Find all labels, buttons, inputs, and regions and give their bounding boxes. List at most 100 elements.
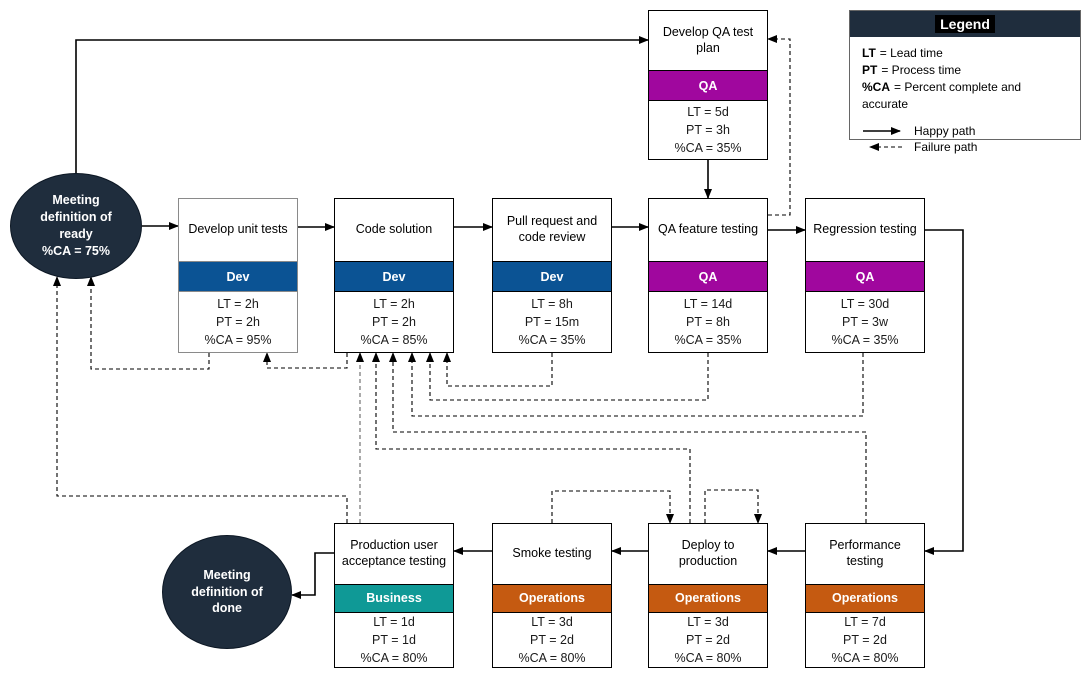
failure-path-arrow-icon — [869, 143, 902, 151]
team-band: Dev — [335, 261, 453, 292]
team-band: Operations — [493, 583, 611, 613]
process-metrics: LT = 8h PT = 15m %CA = 35% — [493, 292, 611, 352]
percent-complete-accurate: %CA = 85% — [360, 333, 428, 348]
failure-code-solution-to-develop-unit-tests — [263, 352, 348, 369]
percent-complete-accurate: %CA = 95% — [204, 333, 272, 348]
lead-time: LT = 7d — [844, 614, 886, 629]
lead-time: LT = 30d — [840, 296, 890, 311]
team-band: Operations — [806, 583, 924, 613]
failure-deploy-to-production-to-code-solution — [372, 352, 691, 523]
process-time: PT = 2d — [686, 632, 730, 647]
happy-ready-to-develop-qa-test-plan — [75, 36, 649, 173]
percent-complete-accurate: %CA = 35% — [674, 333, 742, 348]
process-title: Pull request and code review — [506, 214, 598, 244]
process-metrics: LT = 2h PT = 2h %CA = 95% — [179, 292, 297, 352]
failure-qa-feature-testing-to-develop-qa-test-plan — [767, 35, 791, 216]
process-time: PT = 3w — [842, 314, 888, 329]
process-time: PT = 8h — [686, 314, 730, 329]
team-band: QA — [806, 261, 924, 292]
process-metrics: LT = 5d PT = 3h %CA = 35% — [649, 101, 767, 159]
legend-path-label: Failure path — [914, 139, 978, 154]
process-title: Develop unit tests — [188, 222, 288, 237]
percent-complete-accurate: %CA = 80% — [518, 650, 586, 665]
failure-qa-feature-testing-to-code-solution — [426, 352, 709, 401]
happy-regression-testing-to-performance-testing — [924, 229, 964, 555]
legend-definition: = Process time — [881, 63, 962, 77]
process-time: PT = 2h — [216, 314, 260, 329]
process-time: PT = 2d — [843, 632, 887, 647]
lead-time: LT = 3d — [687, 614, 729, 629]
process-time: PT = 1d — [372, 632, 416, 647]
lead-time: LT = 2h — [217, 296, 259, 311]
percent-complete-accurate: %CA = 35% — [831, 333, 899, 348]
process-title: Deploy to production — [678, 538, 738, 568]
team-band: QA — [649, 70, 767, 101]
lead-time: LT = 2h — [373, 296, 415, 311]
process-metrics: LT = 1d PT = 1d %CA = 80% — [335, 613, 453, 667]
failure-pull-request-to-code-solution — [443, 352, 553, 387]
process-title: Code solution — [355, 222, 433, 237]
failure-smoke-testing-to-deploy-to-production — [551, 490, 674, 524]
process-title: Develop QA test plan — [662, 24, 754, 55]
happy-puat-to-done — [291, 552, 334, 599]
process-title: Production user acceptance testing — [341, 538, 447, 568]
process-metrics: LT = 14d PT = 8h %CA = 35% — [649, 292, 767, 352]
process-time: PT = 3h — [686, 122, 730, 137]
process-metrics: LT = 2h PT = 2h %CA = 85% — [335, 292, 453, 352]
lead-time: LT = 3d — [531, 614, 573, 629]
lead-time: LT = 1d — [373, 614, 415, 629]
legend-definition: = Percent complete and accurate — [862, 80, 1022, 111]
process-regression-testing: Regression testing QA LT = 30d PT = 3w %… — [805, 198, 925, 353]
happy-path-arrow-icon — [863, 127, 901, 135]
legend-title: Legend — [935, 15, 995, 33]
legend-definition: = Lead time — [879, 46, 943, 60]
legend-body: LT= Lead time PT= Process time %CA= Perc… — [850, 37, 1080, 155]
process-pull-request-and-code-review: Pull request and code review Dev LT = 8h… — [492, 198, 612, 353]
process-code-solution: Code solution Dev LT = 2h PT = 2h %CA = … — [334, 198, 454, 353]
failure-regression-testing-to-code-solution — [408, 352, 864, 417]
team-band: Business — [335, 583, 453, 613]
process-qa-feature-testing: QA feature testing QA LT = 14d PT = 8h %… — [648, 198, 768, 353]
legend-entry-pt: PT= Process time — [862, 62, 1068, 79]
process-time: PT = 2h — [372, 314, 416, 329]
process-metrics: LT = 30d PT = 3w %CA = 35% — [806, 292, 924, 352]
process-smoke-testing: Smoke testing Operations LT = 3d PT = 2d… — [492, 523, 612, 668]
legend-happy-path-row: Happy path — [862, 123, 1068, 139]
legend-failure-path-row: Failure path — [862, 139, 1068, 155]
legend-path-label: Happy path — [914, 123, 976, 138]
percent-complete-accurate: %CA = 80% — [674, 650, 742, 665]
percent-complete-accurate: %CA = 80% — [360, 650, 428, 665]
terminal-meeting-definition-of-ready: Meeting definition of ready %CA = 75% — [10, 173, 142, 279]
terminal-meeting-definition-of-done: Meeting definition of done — [162, 535, 292, 649]
process-title: Regression testing — [813, 222, 917, 237]
team-band: QA — [649, 261, 767, 292]
team-band: Dev — [179, 261, 297, 292]
process-metrics: LT = 7d PT = 2d %CA = 80% — [806, 613, 924, 667]
terminal-ca-value: %CA = 75% — [42, 243, 110, 258]
legend-entry-ca: %CA= Percent complete and accurate — [862, 79, 1068, 113]
lead-time: LT = 14d — [683, 296, 733, 311]
team-band: Dev — [493, 261, 611, 292]
terminal-label: Meeting definition of done — [191, 567, 263, 616]
process-develop-qa-test-plan: Develop QA test plan QA LT = 5d PT = 3h … — [648, 10, 768, 160]
lead-time: LT = 8h — [531, 296, 573, 311]
percent-complete-accurate: %CA = 35% — [674, 141, 742, 156]
process-performance-testing: Performance testing Operations LT = 7d P… — [805, 523, 925, 668]
percent-complete-accurate: %CA = 80% — [831, 650, 899, 665]
process-title: Smoke testing — [512, 546, 592, 561]
team-band: Operations — [649, 583, 767, 613]
failure-deploy-to-production-self-loop — [704, 489, 762, 524]
legend-entry-lt: LT= Lead time — [862, 45, 1068, 62]
process-develop-unit-tests: Develop unit tests Dev LT = 2h PT = 2h %… — [178, 198, 298, 353]
legend-term: %CA — [862, 80, 891, 94]
process-production-user-acceptance-testing: Production user acceptance testing Busin… — [334, 523, 454, 668]
process-metrics: LT = 3d PT = 2d %CA = 80% — [493, 613, 611, 667]
process-title: QA feature testing — [657, 222, 759, 237]
process-metrics: LT = 3d PT = 2d %CA = 80% — [649, 613, 767, 667]
legend-term: LT — [862, 46, 876, 60]
process-time: PT = 2d — [530, 632, 574, 647]
legend-header: Legend — [850, 11, 1080, 37]
failure-performance-testing-to-code-solution — [389, 352, 867, 523]
process-time: PT = 15m — [524, 314, 580, 329]
